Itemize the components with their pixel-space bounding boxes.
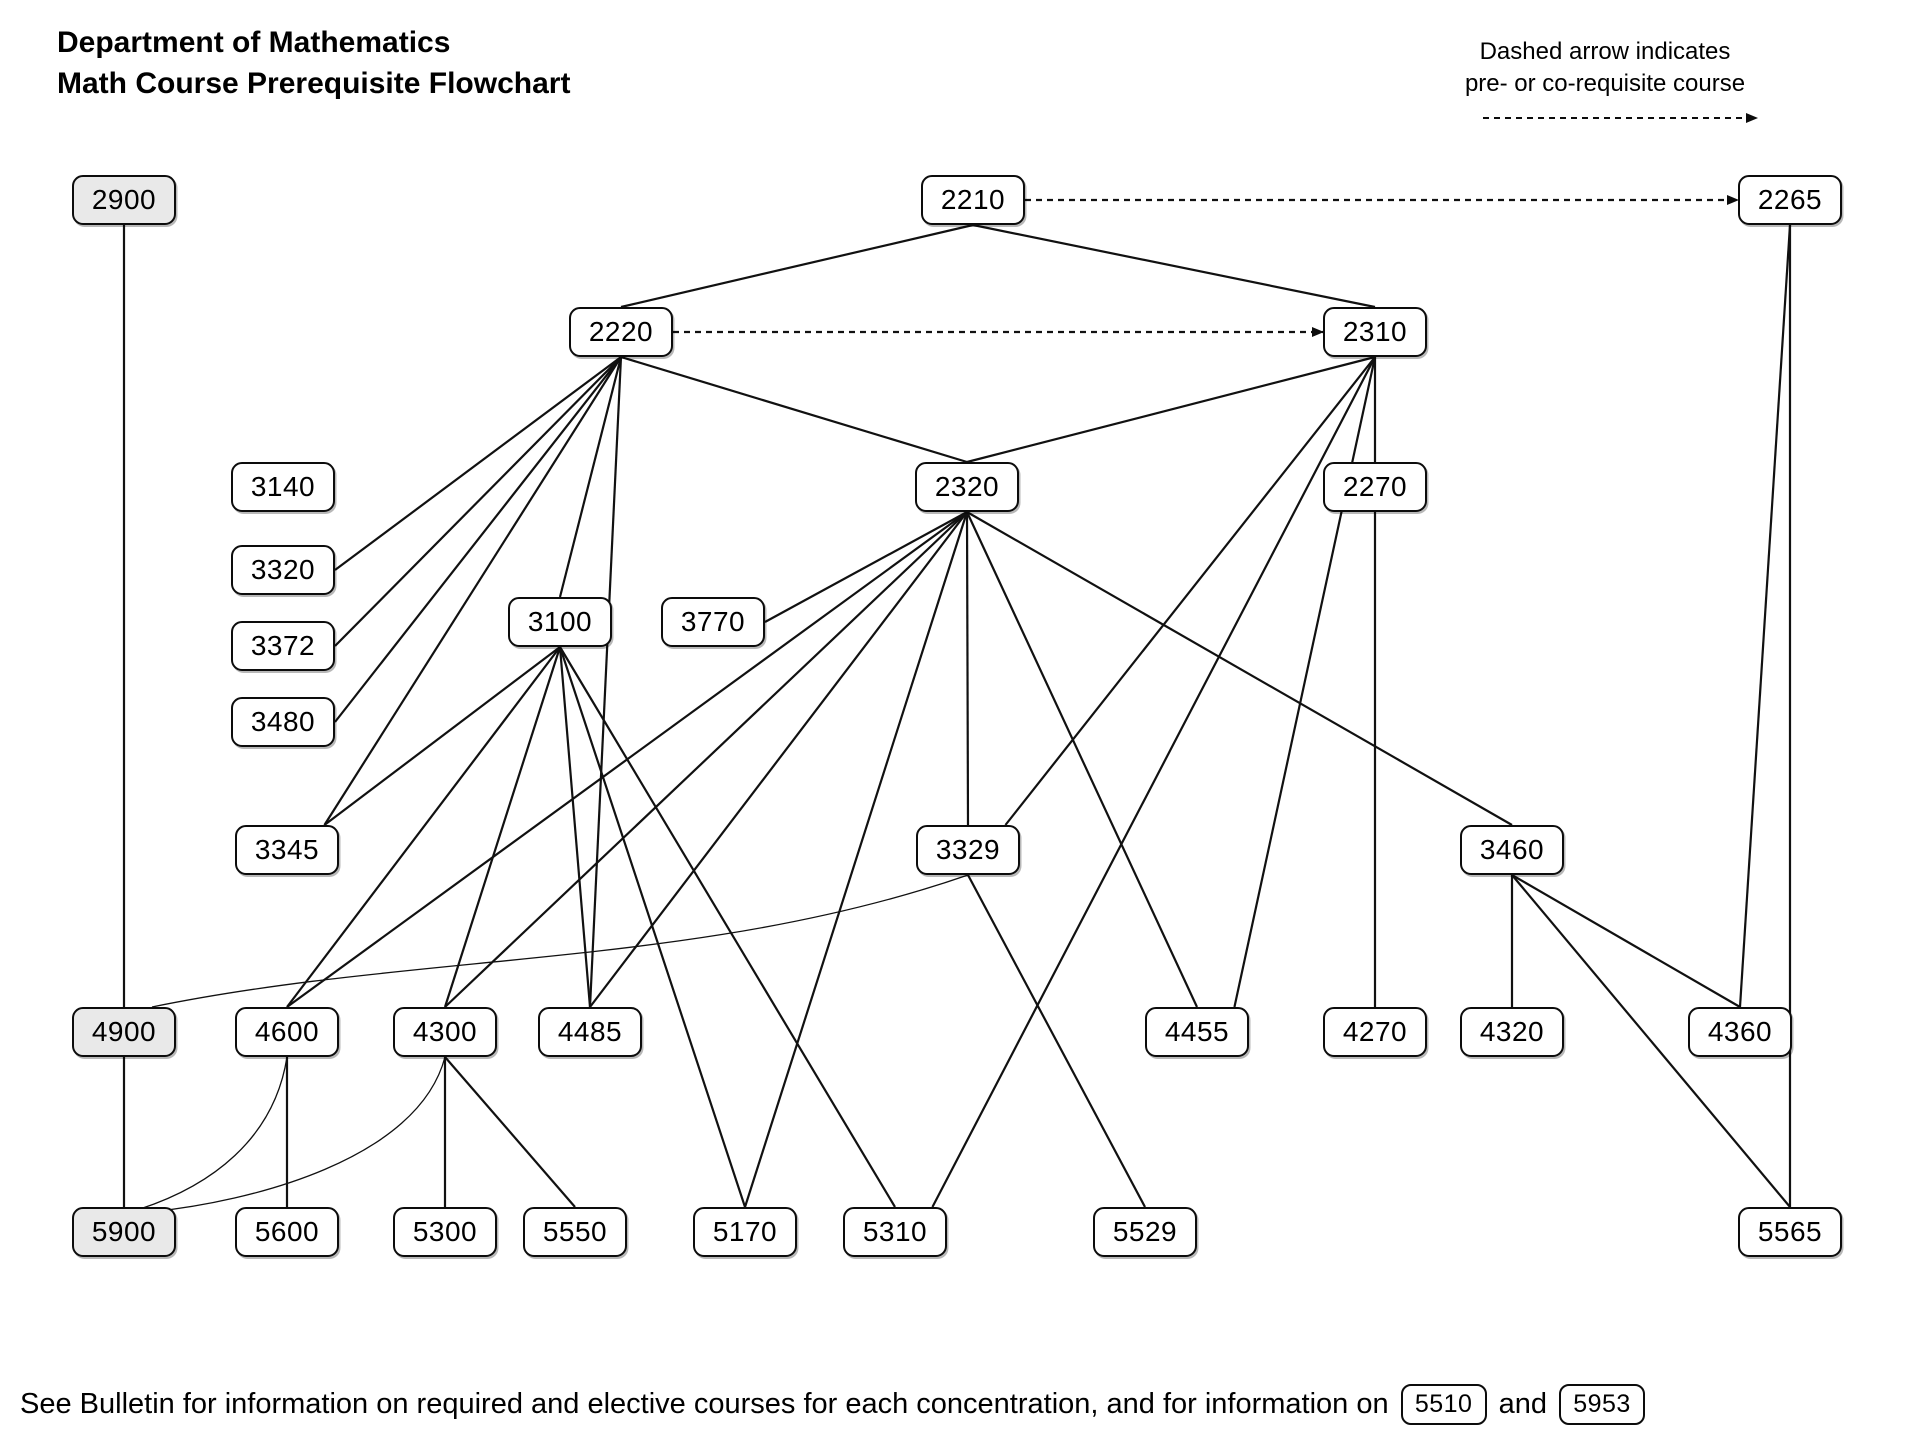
edge-3100-3345 — [323, 646, 561, 826]
edge-2310-5310 — [931, 356, 1376, 1208]
edge-2320-3770 — [764, 511, 968, 623]
node-5300: 5300 — [393, 1207, 497, 1257]
node-4900: 4900 — [72, 1007, 176, 1057]
node-5510: 5510 — [1400, 1384, 1487, 1425]
node-2265: 2265 — [1738, 175, 1842, 225]
node-3345: 3345 — [235, 825, 339, 875]
edge-3100-4300 — [443, 646, 562, 1008]
edge-4600-5900 — [139, 1056, 288, 1210]
edge-3460-5565 — [1511, 874, 1791, 1208]
node-2210: 2210 — [921, 175, 1025, 225]
edge-2320-3460 — [966, 511, 1513, 826]
edge-2220-2320 — [620, 355, 968, 464]
legend-line1: Dashed arrow indicates — [1479, 38, 1731, 65]
edge-4300-5900 — [149, 1056, 446, 1213]
footer-note: See Bulletin for information on required… — [20, 1384, 1920, 1425]
edge-2210-2220 — [620, 223, 974, 309]
node-4600: 4600 — [235, 1007, 339, 1057]
edge-2320-4455 — [966, 511, 1198, 1008]
edge-2220-3320 — [334, 356, 622, 571]
node-3100: 3100 — [508, 597, 612, 647]
footer-text: See Bulletin for information on required… — [20, 1388, 1389, 1420]
legend-dashed-arrow-icon — [1483, 113, 1758, 123]
edge-2310-3329 — [1004, 356, 1376, 826]
node-3372: 3372 — [231, 621, 335, 671]
node-2320: 2320 — [915, 462, 1019, 512]
node-2310: 2310 — [1323, 307, 1427, 357]
edge-3100-4600 — [286, 646, 561, 1008]
edge-3329-5529 — [967, 874, 1146, 1208]
node-5550: 5550 — [523, 1207, 627, 1257]
edge-2320-3329 — [965, 511, 970, 826]
node-5953: 5953 — [1559, 1384, 1646, 1425]
edge-2220-3480 — [334, 356, 622, 723]
edge-4300-5550 — [444, 1056, 576, 1208]
node-4360: 4360 — [1688, 1007, 1792, 1057]
legend: Dashed arrow indicates pre- or co-requis… — [1405, 36, 1805, 101]
node-4270: 4270 — [1323, 1007, 1427, 1057]
node-5900: 5900 — [72, 1207, 176, 1257]
footer-conjunction: and — [1498, 1388, 1548, 1420]
node-4485: 4485 — [538, 1007, 642, 1057]
edge-2310-4455 — [1233, 356, 1377, 1008]
edge-3100-5310 — [559, 646, 896, 1208]
edge-2220-3100 — [558, 356, 623, 598]
edge-3460-4360 — [1511, 874, 1741, 1008]
node-3770: 3770 — [661, 597, 765, 647]
node-4300: 4300 — [393, 1007, 497, 1057]
node-2220: 2220 — [569, 307, 673, 357]
node-3329: 3329 — [916, 825, 1020, 875]
node-4455: 4455 — [1145, 1007, 1249, 1057]
edge-2210-2310 — [972, 223, 1376, 309]
edge-2220-4485 — [588, 356, 623, 1008]
node-3460: 3460 — [1460, 825, 1564, 875]
node-5529: 5529 — [1093, 1207, 1197, 1257]
edge-3100-5170 — [558, 646, 747, 1208]
edge-2320-4485 — [589, 511, 968, 1008]
edge-3329-4900 — [151, 874, 969, 1008]
node-3140: 3140 — [231, 462, 335, 512]
edge-2265-4360 — [1738, 224, 1792, 1008]
node-3320: 3320 — [231, 545, 335, 595]
legend-line2: pre- or co-requisite course — [1464, 70, 1746, 98]
node-5310: 5310 — [843, 1207, 947, 1257]
edge-2220-3372 — [334, 356, 622, 647]
node-2900: 2900 — [72, 175, 176, 225]
node-3480: 3480 — [231, 697, 335, 747]
edge-2310-2320 — [966, 355, 1376, 464]
node-5600: 5600 — [235, 1207, 339, 1257]
edge-2320-4300 — [444, 511, 968, 1008]
node-5565: 5565 — [1738, 1207, 1842, 1257]
page-title: Department of Mathematics Math Course Pr… — [57, 26, 571, 101]
node-5170: 5170 — [693, 1207, 797, 1257]
node-2270: 2270 — [1323, 462, 1427, 512]
node-4320: 4320 — [1460, 1007, 1564, 1057]
edge-2320-5170 — [743, 511, 969, 1208]
edge-2220-3345 — [323, 356, 622, 826]
edge-3100-4485 — [558, 646, 592, 1008]
